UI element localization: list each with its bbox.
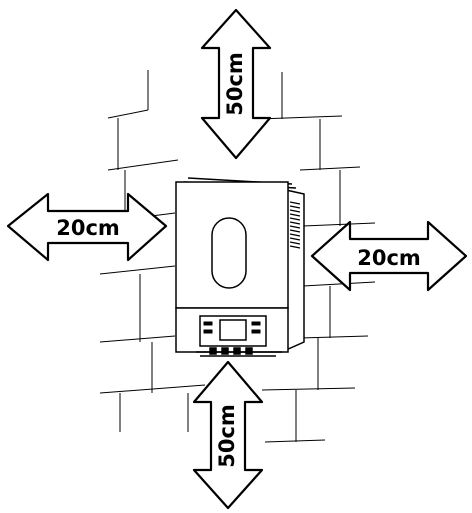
top-clearance-arrow: 50cm bbox=[200, 8, 272, 160]
left-clearance-arrow: 20cm bbox=[6, 192, 168, 262]
side-vent bbox=[289, 201, 301, 249]
bottom-clearance-label: 50cm bbox=[215, 404, 239, 468]
cable-ports bbox=[209, 347, 253, 355]
display-window bbox=[211, 217, 247, 289]
brick-wall bbox=[99, 70, 376, 443]
bottom-clearance-arrow: 50cm bbox=[192, 360, 264, 510]
right-clearance-arrow: 20cm bbox=[310, 220, 468, 292]
inverter-unit bbox=[175, 177, 305, 357]
lcd-screen bbox=[219, 319, 247, 341]
left-clearance-label: 20cm bbox=[56, 216, 120, 240]
top-clearance-label: 50cm bbox=[223, 52, 247, 116]
panel-buttons bbox=[203, 321, 261, 334]
right-clearance-label: 20cm bbox=[357, 246, 421, 270]
